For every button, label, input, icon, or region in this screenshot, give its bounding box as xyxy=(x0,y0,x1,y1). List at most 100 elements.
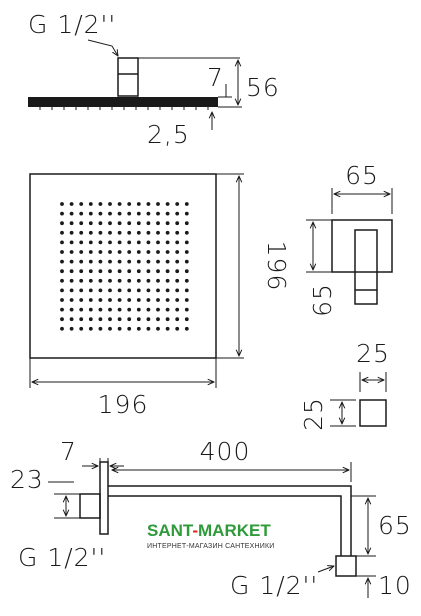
nozzle-dot xyxy=(184,259,189,264)
arm-outlet xyxy=(335,555,357,577)
nozzle-dot xyxy=(156,221,160,226)
nozzle-dot xyxy=(184,298,189,302)
nozzle-dot xyxy=(88,288,93,293)
nozzle-dot xyxy=(69,240,74,245)
arm-outlet-label: 10 xyxy=(378,571,412,600)
nozzle-dot xyxy=(98,202,103,206)
nozzle-dot xyxy=(127,288,132,293)
nozzle-dot xyxy=(88,307,93,312)
nozzle-dot xyxy=(108,269,112,274)
nozzle-dot xyxy=(136,307,141,312)
nozzle-dot xyxy=(108,307,112,312)
nozzle-dot xyxy=(146,298,151,302)
nozzle-dot xyxy=(184,317,189,322)
nozzle-dot xyxy=(136,202,141,206)
nozzle-dot xyxy=(108,230,112,235)
nozzle-dot xyxy=(136,298,141,302)
shower-connector xyxy=(117,57,139,97)
nozzle-dot xyxy=(79,230,84,235)
nozzle-dot xyxy=(136,269,141,274)
nozzle-dot xyxy=(146,240,151,245)
connector-stem xyxy=(354,229,378,305)
nozzle-dot xyxy=(108,250,112,254)
nozzle-dot xyxy=(117,307,122,312)
nozzle-dot xyxy=(175,240,180,245)
nozzle-dot xyxy=(175,298,180,302)
nozzle-dot xyxy=(156,288,160,293)
nozzle-dot xyxy=(88,278,93,283)
nozzle-dot xyxy=(98,211,103,216)
arm-length-label: 400 xyxy=(200,437,251,466)
dim-56-label: 56 xyxy=(246,73,280,102)
nozzle-dot xyxy=(60,230,64,235)
nozzle-dot xyxy=(69,259,74,264)
dim-width-label: 196 xyxy=(98,390,149,419)
nozzle-dot xyxy=(79,298,84,302)
nozzle-dot xyxy=(127,202,132,206)
nozzle-dot xyxy=(60,278,64,283)
nozzle-dot xyxy=(136,326,141,331)
nozzle-dot xyxy=(108,317,112,322)
nozzle-dot xyxy=(184,230,189,235)
nozzle-dot xyxy=(108,326,112,331)
arm-thread-right-label: G 1/2'' xyxy=(230,571,318,600)
nozzle-dot xyxy=(175,278,180,283)
nozzle-dot xyxy=(98,259,103,264)
nozzle-dot xyxy=(88,269,93,274)
arm-diameter-label: 23 xyxy=(10,465,44,494)
connector-width-label: 65 xyxy=(345,161,379,190)
nozzle-dot xyxy=(117,278,122,283)
nozzle-dot xyxy=(79,259,84,264)
front-view: 196 196 xyxy=(29,173,291,419)
brand-dash: - xyxy=(192,521,198,540)
nozzle-dot xyxy=(136,240,141,245)
nozzle-dot xyxy=(136,230,141,235)
small-width-label: 25 xyxy=(356,339,390,368)
nozzle-dot xyxy=(117,211,122,216)
nozzle-dot xyxy=(79,250,84,254)
nozzle-dot xyxy=(60,259,64,264)
nozzle-dot xyxy=(156,202,160,206)
nozzle-dot xyxy=(79,317,84,322)
nozzle-dot xyxy=(60,202,64,206)
nozzle-dot xyxy=(165,259,170,264)
nozzle-dot xyxy=(60,250,64,254)
dim-7-label: 7 xyxy=(207,63,224,92)
nozzle-dot xyxy=(127,221,132,226)
nozzle-dot xyxy=(175,230,180,235)
small-square xyxy=(359,399,387,427)
nozzle-dot xyxy=(136,221,141,226)
nozzle-dot xyxy=(175,288,180,293)
nozzle-dot xyxy=(117,259,122,264)
nozzle-dot xyxy=(175,211,180,216)
nozzle-dot xyxy=(165,230,170,235)
arm-thread-left-label: G 1/2'' xyxy=(18,543,106,572)
nozzle-dot xyxy=(146,202,151,206)
nozzle-dot xyxy=(136,250,141,254)
nozzle-dot xyxy=(108,259,112,264)
dim-thickness-label: 2,5 xyxy=(147,120,190,149)
nozzle-dot xyxy=(108,211,112,216)
small-square-view: 25 25 xyxy=(299,339,390,431)
nozzle-dot xyxy=(165,288,170,293)
nozzle-dot xyxy=(175,250,180,254)
nozzle-dot xyxy=(79,278,84,283)
nozzle-dot xyxy=(165,269,170,274)
nozzle-dot xyxy=(175,326,180,331)
shower-arm-tube xyxy=(108,485,352,556)
nozzle-dot xyxy=(156,269,160,274)
nozzle-dot xyxy=(156,278,160,283)
nozzle-dot xyxy=(79,269,84,274)
nozzle-dot xyxy=(69,250,74,254)
nozzle-dot xyxy=(146,269,151,274)
nozzle-dot xyxy=(69,211,74,216)
nozzle-dot xyxy=(127,298,132,302)
nozzle-grid xyxy=(60,202,189,331)
nozzle-dot xyxy=(175,317,180,322)
nozzle-dot xyxy=(88,211,93,216)
nozzle-dot xyxy=(127,317,132,322)
nozzle-dot xyxy=(165,278,170,283)
nozzle-dot xyxy=(117,240,122,245)
arm-wall-flange xyxy=(99,461,109,535)
brand-part-market: MARKET xyxy=(198,521,271,540)
